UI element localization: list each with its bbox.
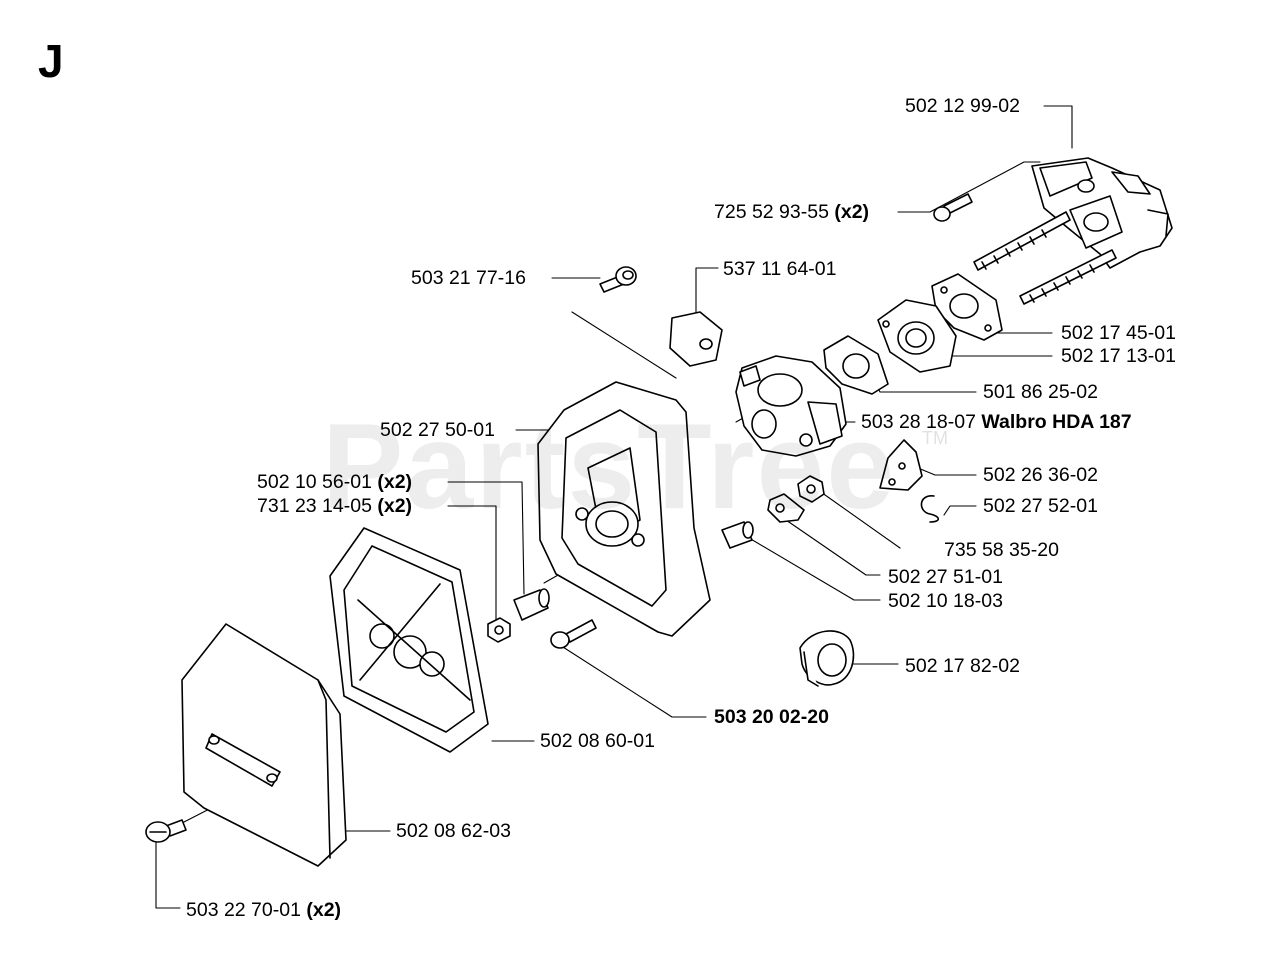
spacer-part — [513, 588, 550, 621]
part-number: 502 27 51-01 — [888, 566, 1003, 588]
part-number: 502 27 50-01 — [380, 419, 495, 441]
callout-label: 503 22 70-01 (x2) — [186, 899, 341, 921]
callout-label: 502 17 45-01 — [1061, 322, 1176, 344]
part-number: 502 17 45-01 — [1061, 322, 1176, 344]
watermark-trademark: TM — [922, 428, 948, 448]
spacer-part — [721, 521, 754, 549]
part-number: 502 17 13-01 — [1061, 345, 1176, 367]
spring-clip-part — [920, 495, 940, 523]
clip-part — [669, 311, 723, 367]
carburetor-part — [735, 355, 847, 457]
part-number: 502 12 99-02 — [905, 95, 1020, 117]
callout-label: 502 10 56-01 (x2) — [257, 471, 412, 493]
callout-label: 502 17 13-01 — [1061, 345, 1176, 367]
part-number: 503 28 18-07 — [861, 411, 976, 433]
part-number: 502 27 52-01 — [983, 495, 1098, 517]
gasket-part — [823, 335, 889, 395]
callout-label: 502 17 82-02 — [905, 655, 1020, 677]
screw-part — [599, 266, 637, 293]
callout-label: 502 27 52-01 — [983, 495, 1098, 517]
quantity-note: (x2) — [306, 899, 342, 921]
callout-label: 502 10 18-03 — [888, 590, 1003, 612]
callout-label: 502 12 99-02 — [905, 95, 1020, 117]
mount-block-part — [1031, 157, 1173, 269]
screw-part — [550, 619, 597, 649]
callout-label: 503 28 18-07 Walbro HDA 187 — [861, 411, 1132, 433]
bracket-part — [767, 493, 805, 523]
callout-label: 502 08 62-03 — [396, 820, 511, 842]
air-filter-cover-part — [181, 623, 347, 867]
stud-bolts-part — [973, 211, 1117, 305]
top-cover-part — [537, 381, 711, 637]
callout-label: 502 08 60-01 — [540, 730, 655, 752]
part-number: 537 11 64-01 — [723, 258, 837, 280]
part-number: 731 23 14-05 — [257, 495, 372, 517]
part-number: 502 26 36-02 — [983, 464, 1098, 486]
part-number: 501 86 25-02 — [983, 381, 1098, 403]
callout-label: 502 27 50-01 — [380, 419, 495, 441]
part-number: 502 08 62-03 — [396, 820, 511, 842]
nut-part — [797, 475, 825, 503]
screw-part — [933, 193, 973, 222]
part-number: 503 22 70-01 — [186, 899, 301, 921]
callout-label: 503 20 02-20 — [714, 706, 829, 728]
intake-flange-part — [877, 299, 957, 373]
part-number: 502 10 18-03 — [888, 590, 1003, 612]
part-number: 503 20 02-20 — [714, 706, 829, 728]
part-number: 725 52 93-55 — [714, 201, 829, 223]
callout-label: 502 26 36-02 — [983, 464, 1098, 486]
quantity-note: (x2) — [377, 495, 413, 517]
callout-label: 503 21 77-16 — [411, 267, 526, 289]
filter-holder-part — [329, 527, 489, 753]
part-number: 735 58 35-20 — [944, 539, 1059, 561]
nut-part — [487, 617, 511, 643]
callout-label: 502 27 51-01 — [888, 566, 1003, 588]
model-note: Walbro HDA 187 — [981, 411, 1132, 433]
screw-part — [145, 819, 187, 843]
quantity-note: (x2) — [834, 201, 870, 223]
plate-part — [879, 439, 923, 491]
callout-label: 725 52 93-55 (x2) — [714, 201, 869, 223]
part-number: 502 08 60-01 — [540, 730, 655, 752]
choke-lever-part — [799, 630, 855, 687]
part-number: 503 21 77-16 — [411, 267, 526, 289]
callout-label: 731 23 14-05 (x2) — [257, 495, 412, 517]
callout-label: 537 11 64-01 — [723, 258, 837, 280]
callout-label: 735 58 35-20 — [944, 539, 1059, 561]
quantity-note: (x2) — [377, 471, 413, 493]
gasket-part — [931, 273, 1003, 341]
part-number: 502 17 82-02 — [905, 655, 1020, 677]
callout-label: 501 86 25-02 — [983, 381, 1098, 403]
section-letter: J — [38, 35, 64, 87]
part-number: 502 10 56-01 — [257, 471, 372, 493]
